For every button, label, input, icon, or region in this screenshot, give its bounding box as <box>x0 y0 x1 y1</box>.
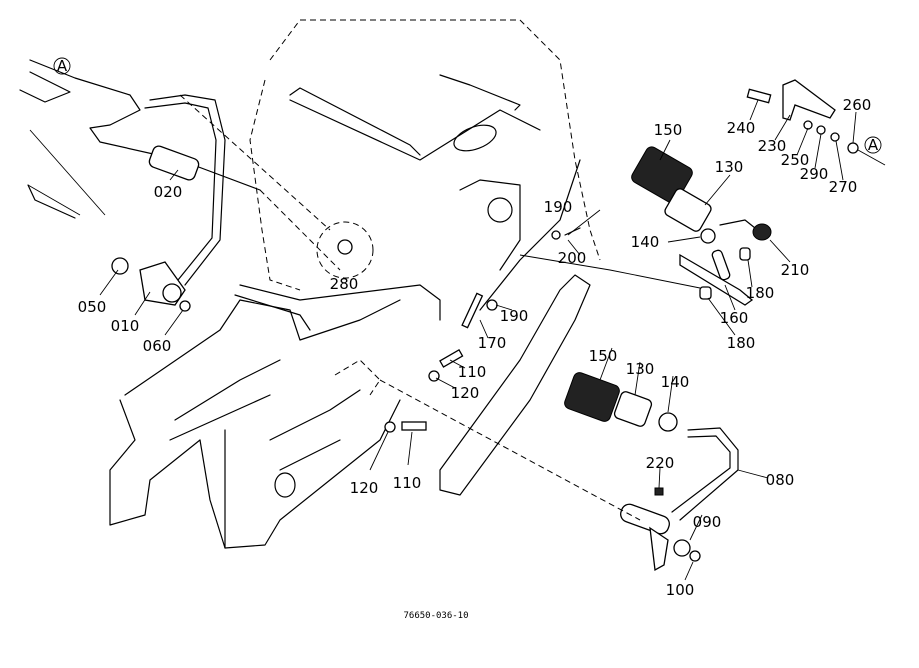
bushing-140 <box>700 228 716 244</box>
callout-110: 110 <box>393 474 422 492</box>
pedal-rubber-130b <box>613 391 653 427</box>
lower-right-pedal <box>379 372 739 572</box>
callout-100: 100 <box>666 581 695 599</box>
pedal-rubber-020 <box>148 145 200 181</box>
callout-200: 200 <box>558 249 587 267</box>
brake-pedal-arm <box>111 94 226 312</box>
drawing-code: 76650-036-10 <box>403 611 468 621</box>
pin-180 <box>739 247 751 261</box>
callout-230: 230 <box>758 137 787 155</box>
callout-190: 190 <box>500 307 529 325</box>
callout-080: 080 <box>766 471 795 489</box>
callout-260: 260 <box>843 96 872 114</box>
pedal-arm-160 <box>679 253 754 306</box>
grease-fitting-220 <box>654 487 664 496</box>
callout-020: 020 <box>154 183 183 201</box>
callout-160: 160 <box>720 309 749 327</box>
bracket-230 <box>782 79 836 121</box>
callout-140: 140 <box>661 373 690 391</box>
leader-lines <box>99 99 857 581</box>
callout-150: 150 <box>589 347 618 365</box>
pedal-boss <box>620 503 670 535</box>
pedal-pad-150b <box>564 372 620 422</box>
left-floor-plate <box>19 59 261 219</box>
callout-180: 180 <box>746 284 775 302</box>
mid-hardware <box>384 227 581 433</box>
callout-110: 110 <box>458 363 487 381</box>
bushing-140b <box>658 412 678 432</box>
callout-270: 270 <box>829 178 858 196</box>
callout-120: 120 <box>451 384 480 402</box>
upper-right-pedal <box>519 146 772 306</box>
callout-090: 090 <box>693 513 722 531</box>
callout-250: 250 <box>781 151 810 169</box>
washer-090 <box>673 539 691 557</box>
callout-130: 130 <box>715 158 744 176</box>
callout-140: 140 <box>631 233 660 251</box>
pedal-rubber-130 <box>664 188 712 232</box>
callout-190: 190 <box>544 198 573 216</box>
callout-210: 210 <box>781 261 810 279</box>
callout-280: 280 <box>330 275 359 293</box>
spring-210 <box>752 223 772 241</box>
pin-180b <box>699 286 712 300</box>
pin-060 <box>179 300 191 312</box>
frame <box>109 19 601 549</box>
callout-150: 150 <box>654 121 683 139</box>
washer-050 <box>111 257 129 275</box>
nut-280 <box>337 239 353 255</box>
reference-mark-a-left: A <box>57 57 68 75</box>
callout-290: 290 <box>800 165 829 183</box>
callout-170: 170 <box>478 334 507 352</box>
nut-100 <box>689 550 701 562</box>
callout-010: 010 <box>111 317 140 335</box>
callout-060: 060 <box>143 337 172 355</box>
bolt-240 <box>746 88 772 104</box>
reference-mark-right: A <box>864 136 882 154</box>
callout-240: 240 <box>727 119 756 137</box>
callout-130: 130 <box>626 360 655 378</box>
callout-220: 220 <box>646 454 675 472</box>
reference-mark-a-right: A <box>868 136 879 154</box>
reference-mark-left: A <box>53 57 71 75</box>
callout-050: 050 <box>78 298 107 316</box>
callout-180: 180 <box>727 334 756 352</box>
callout-120: 120 <box>350 479 379 497</box>
